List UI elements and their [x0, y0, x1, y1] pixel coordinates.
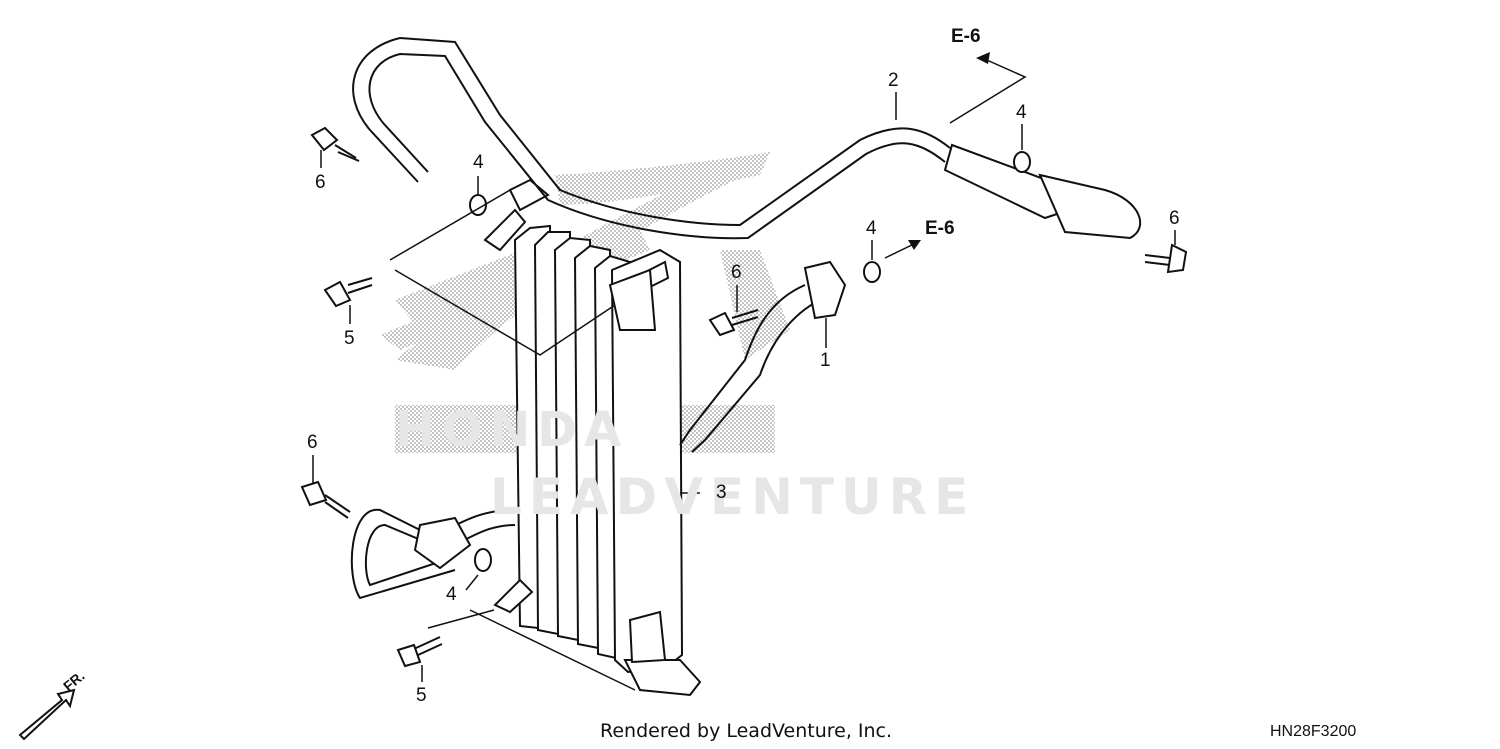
callout-part-5-upper[interactable]: 5 — [344, 328, 355, 349]
middle-oil-hose — [679, 260, 847, 453]
callout-part-6-right[interactable]: 6 — [1169, 208, 1180, 229]
brand-watermark: HONDA — [395, 402, 629, 458]
callout-part-2[interactable]: 2 — [888, 70, 899, 91]
callout-part-6-upper-left[interactable]: 6 — [315, 172, 326, 193]
render-credit: Rendered by LeadVenture, Inc. — [600, 720, 893, 742]
upper-oil-pipe — [352, 36, 1142, 240]
front-direction-arrow — [18, 688, 76, 741]
callout-part-4-lower[interactable]: 4 — [446, 584, 457, 605]
lower-oil-pipe — [350, 508, 516, 600]
callout-part-4-upper[interactable]: 4 — [1016, 102, 1027, 123]
leader-lines — [312, 56, 1176, 691]
callout-part-1[interactable]: 1 — [820, 350, 831, 371]
callout-part-5-lower[interactable]: 5 — [416, 685, 427, 706]
callout-part-4-left[interactable]: 4 — [473, 152, 484, 173]
callout-part-6-lower-left[interactable]: 6 — [307, 432, 318, 453]
reference-arrows — [908, 52, 990, 250]
callout-part-3[interactable]: 3 — [716, 482, 727, 503]
callout-part-6-middle[interactable]: 6 — [731, 262, 742, 283]
callout-part-4-middle[interactable]: 4 — [866, 218, 877, 239]
reference-e6-middle[interactable]: E-6 — [925, 218, 955, 239]
diagram-code: HN28F3200 — [1270, 723, 1357, 740]
leadventure-watermark: LEADVENTURE — [490, 468, 976, 526]
reference-e6-upper[interactable]: E-6 — [951, 26, 981, 47]
